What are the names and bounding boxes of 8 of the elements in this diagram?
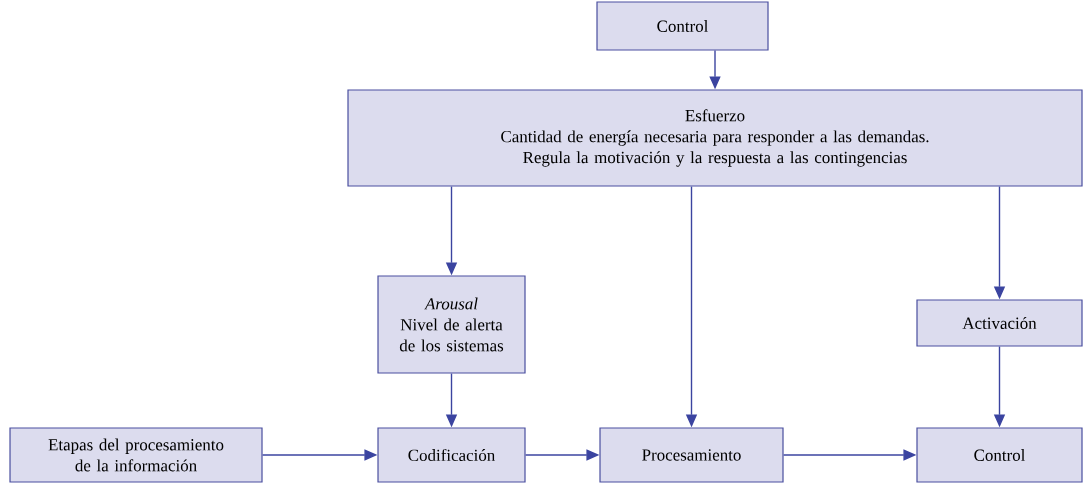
process-box: Codificación xyxy=(377,427,526,483)
process-box: Esfuerzo Cantidad de energía necesaria para responder a las demandas. Regula la motivación y la respuesta a las contingencias xyxy=(347,89,1083,187)
process-box: Arousal Nivel de alerta de los sistemas xyxy=(377,275,526,374)
process-box: Etapas del procesamiento de la información xyxy=(9,427,263,483)
process-box: Control xyxy=(916,427,1083,483)
process-box: Control xyxy=(596,1,769,51)
process-box: Activación xyxy=(916,299,1083,347)
process-box: Procesamiento xyxy=(599,427,784,483)
